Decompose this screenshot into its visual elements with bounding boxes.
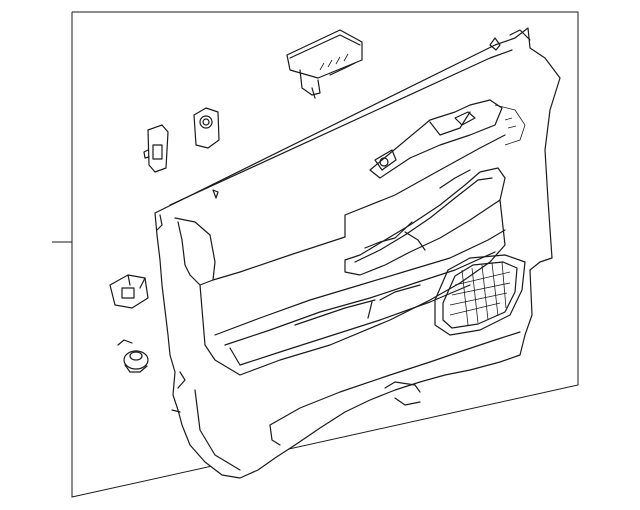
trim-clip	[143, 124, 169, 173]
perspective-frame	[52, 11, 579, 498]
speaker-grille	[434, 254, 526, 336]
door-handle-bezel	[369, 99, 526, 179]
trim-grommet	[193, 107, 220, 149]
door-trim-panel	[154, 27, 561, 479]
window-switch-bezel	[286, 29, 363, 99]
map-pocket	[199, 199, 521, 446]
retainer-clip	[109, 274, 149, 309]
armrest-pull-handle	[344, 167, 506, 276]
push-pin-fastener	[117, 339, 149, 373]
upper-mounting-bracket	[489, 29, 531, 51]
